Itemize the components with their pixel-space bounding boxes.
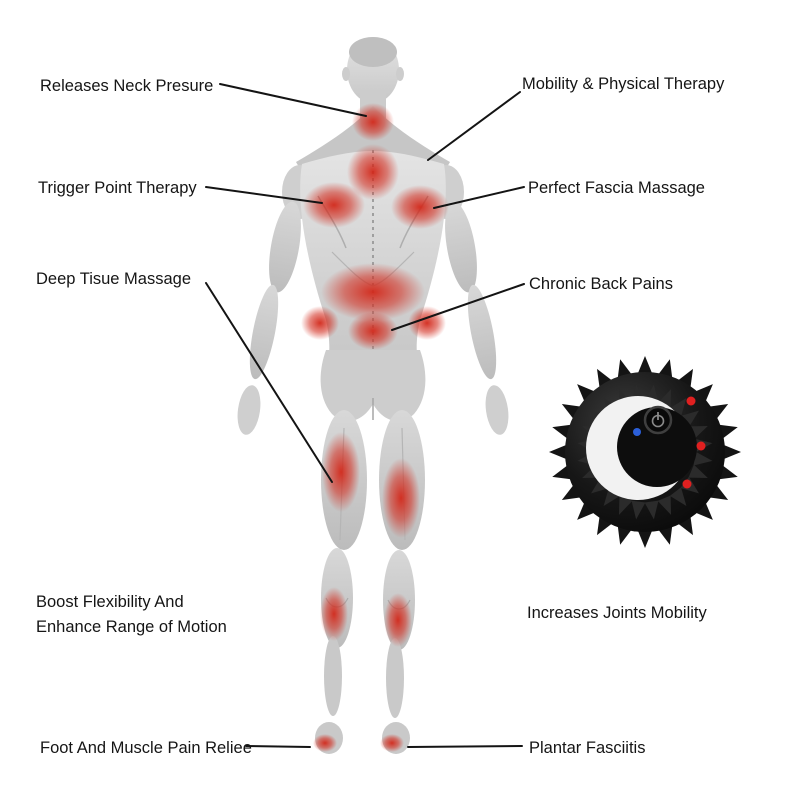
highlight-right-hamstring: [382, 458, 420, 538]
callout-releases-neck: Releases Neck Presure: [40, 77, 214, 95]
highlight-neck: [352, 103, 394, 141]
callout-joints-mobility: Increases Joints Mobility: [527, 604, 707, 622]
connector-trigger: [205, 186, 323, 204]
connector-lines: [205, 83, 525, 748]
callout-trigger-point: Trigger Point Therapy: [38, 179, 197, 197]
led-blue: [633, 428, 641, 436]
connector-foot: [245, 745, 311, 748]
callout-deep-tissue: Deep Tisue Massage: [36, 270, 192, 288]
connector-fascia: [433, 186, 525, 209]
highlight-right-blade: [391, 185, 449, 229]
led-red: [682, 479, 692, 489]
callout-mobility-therapy: Mobility & Physical Therapy: [522, 75, 725, 93]
ball-center-panel: [617, 407, 697, 487]
highlight-right-calf: [384, 593, 412, 647]
led-red: [686, 396, 696, 406]
connector-chronic-back: [391, 283, 525, 331]
pain-highlights: [301, 103, 449, 752]
boost-line-1: Boost Flexibility And: [36, 593, 184, 611]
highlight-mid-back: [321, 263, 425, 321]
highlight-right-heel: [380, 734, 404, 752]
connector-deep-tissue: [205, 282, 333, 483]
boost-line-2: Enhance Range of Motion: [36, 617, 227, 636]
massage-ball: [549, 356, 741, 548]
callout-chronic-back: Chronic Back Pains: [529, 275, 673, 293]
led-red: [696, 441, 706, 451]
connector-plantar: [407, 745, 523, 748]
highlight-sacrum: [348, 312, 398, 350]
highlight-left-blade: [303, 182, 365, 228]
highlight-upper-spine: [347, 144, 399, 200]
highlight-left-hamstring: [322, 432, 360, 512]
callout-boost-flexibility: Boost Flexibility And Enhance Range of M…: [36, 590, 266, 640]
highlight-left-calf: [320, 587, 348, 641]
highlight-left-heel: [313, 734, 337, 752]
callout-foot-relief: Foot And Muscle Pain Reliee: [40, 739, 252, 757]
connector-mobility: [427, 91, 521, 161]
callout-plantar-fasciitis: Plantar Fasciitis: [529, 739, 646, 757]
connector-neck: [219, 83, 367, 117]
callout-fascia-massage: Perfect Fascia Massage: [528, 179, 705, 197]
highlight-left-hip: [301, 306, 339, 340]
